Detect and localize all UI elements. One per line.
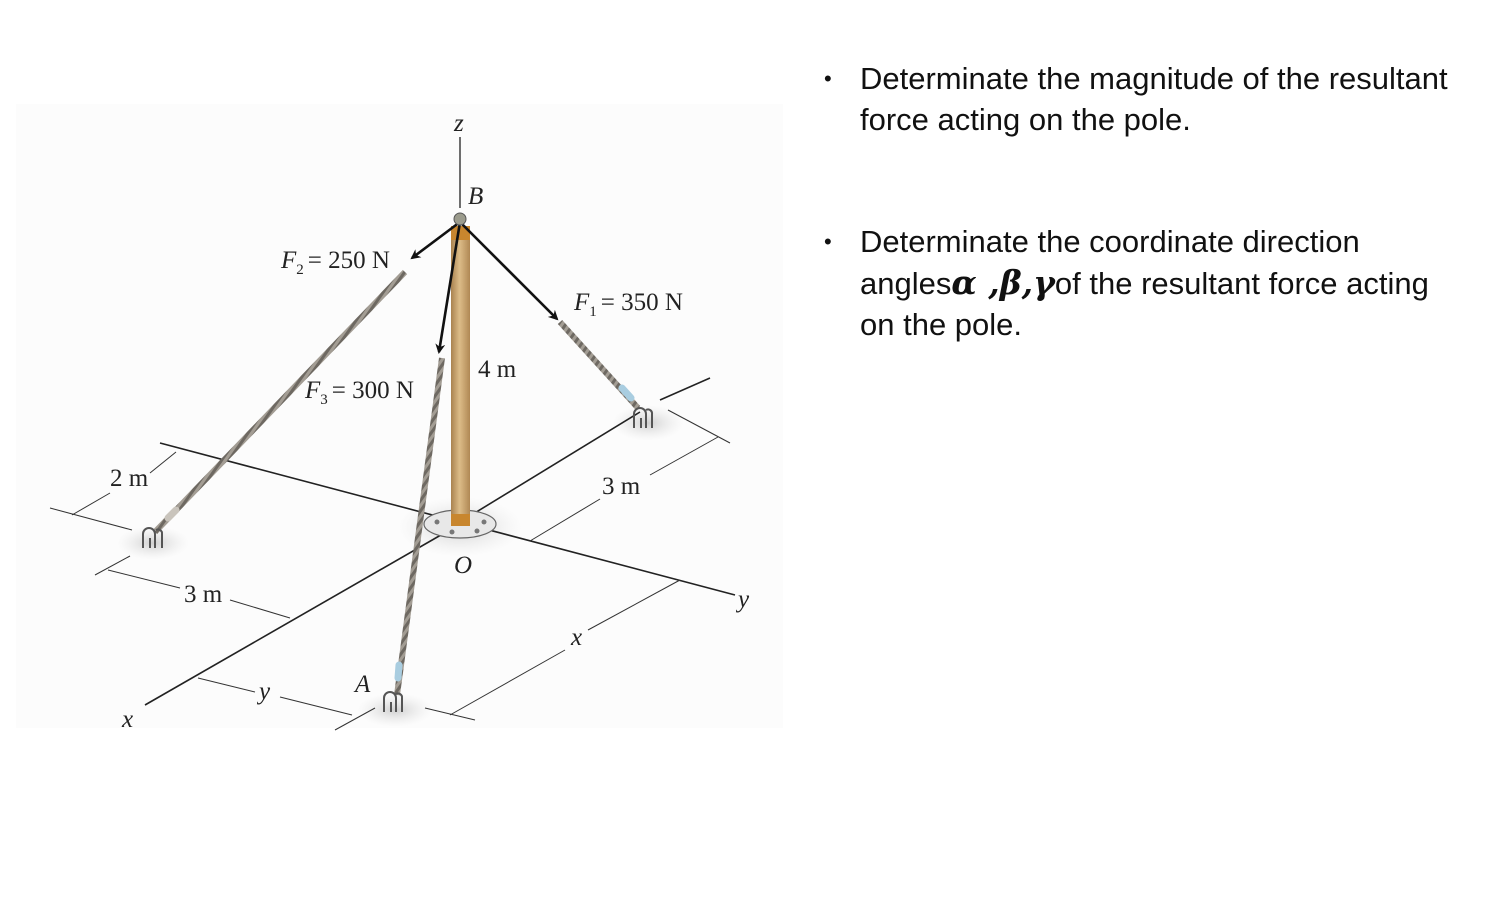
left-offset-dimension: 2 m: [110, 465, 149, 492]
f2-arrow: [410, 220, 461, 260]
ground-line-right-ext: [659, 377, 711, 401]
anchors: [142, 407, 654, 712]
y-axis-label: y: [735, 586, 750, 613]
unknown-x-dimension: x: [570, 624, 582, 651]
left-distance-dimension: 3 m: [184, 581, 223, 608]
force-f2-label: F2= 250 N: [280, 247, 390, 278]
anchor-left: [142, 527, 164, 548]
question-text: Determinate the magnitude of the resulta…: [860, 61, 1448, 137]
point-b-knot: [453, 212, 467, 226]
anchor-right: [633, 407, 654, 428]
point-o-label: O: [454, 552, 472, 579]
ground-line-right: [459, 411, 641, 523]
force-f1-label: F1= 350 N: [573, 289, 683, 320]
unknown-y-dimension: y: [256, 678, 271, 705]
point-a-label: A: [353, 671, 371, 698]
force-arrows: [410, 220, 559, 354]
pole: [451, 226, 470, 526]
x-axis-label: x: [121, 706, 133, 733]
question-direction-angles: • Determinate the coordinate direction a…: [820, 221, 1460, 345]
question-text-before: Determinate the coordinate direction ang…: [860, 224, 1360, 301]
handwritten-greek-angles: α ,β,γ: [951, 263, 1055, 302]
bullet-icon: •: [824, 229, 832, 254]
f1-arrow: [459, 221, 559, 321]
dimension-lines: [49, 409, 731, 731]
right-distance-dimension: 3 m: [602, 473, 641, 500]
cables: [152, 269, 641, 696]
f3-arrow: [435, 221, 462, 354]
force-f3-label: F3= 300 N: [304, 377, 414, 408]
z-axis-label: z: [453, 110, 464, 137]
question-text-after: of the resultant force acting on the pol…: [860, 266, 1429, 342]
question-magnitude: • Determinate the magnitude of the resul…: [820, 58, 1460, 140]
anchor-a: [383, 691, 404, 712]
cable-f3: [394, 357, 445, 696]
cable-f2: [152, 269, 408, 535]
pole-height-dimension: 4 m: [478, 356, 517, 383]
point-b-label: B: [468, 183, 483, 210]
bullet-icon: •: [824, 66, 832, 91]
question-list: • Determinate the magnitude of the resul…: [820, 58, 1460, 345]
x-axis-line: [144, 523, 461, 706]
diagram-labels: z B O A y x F2= 250 N F3= 300 N F1= 350 …: [110, 110, 750, 733]
